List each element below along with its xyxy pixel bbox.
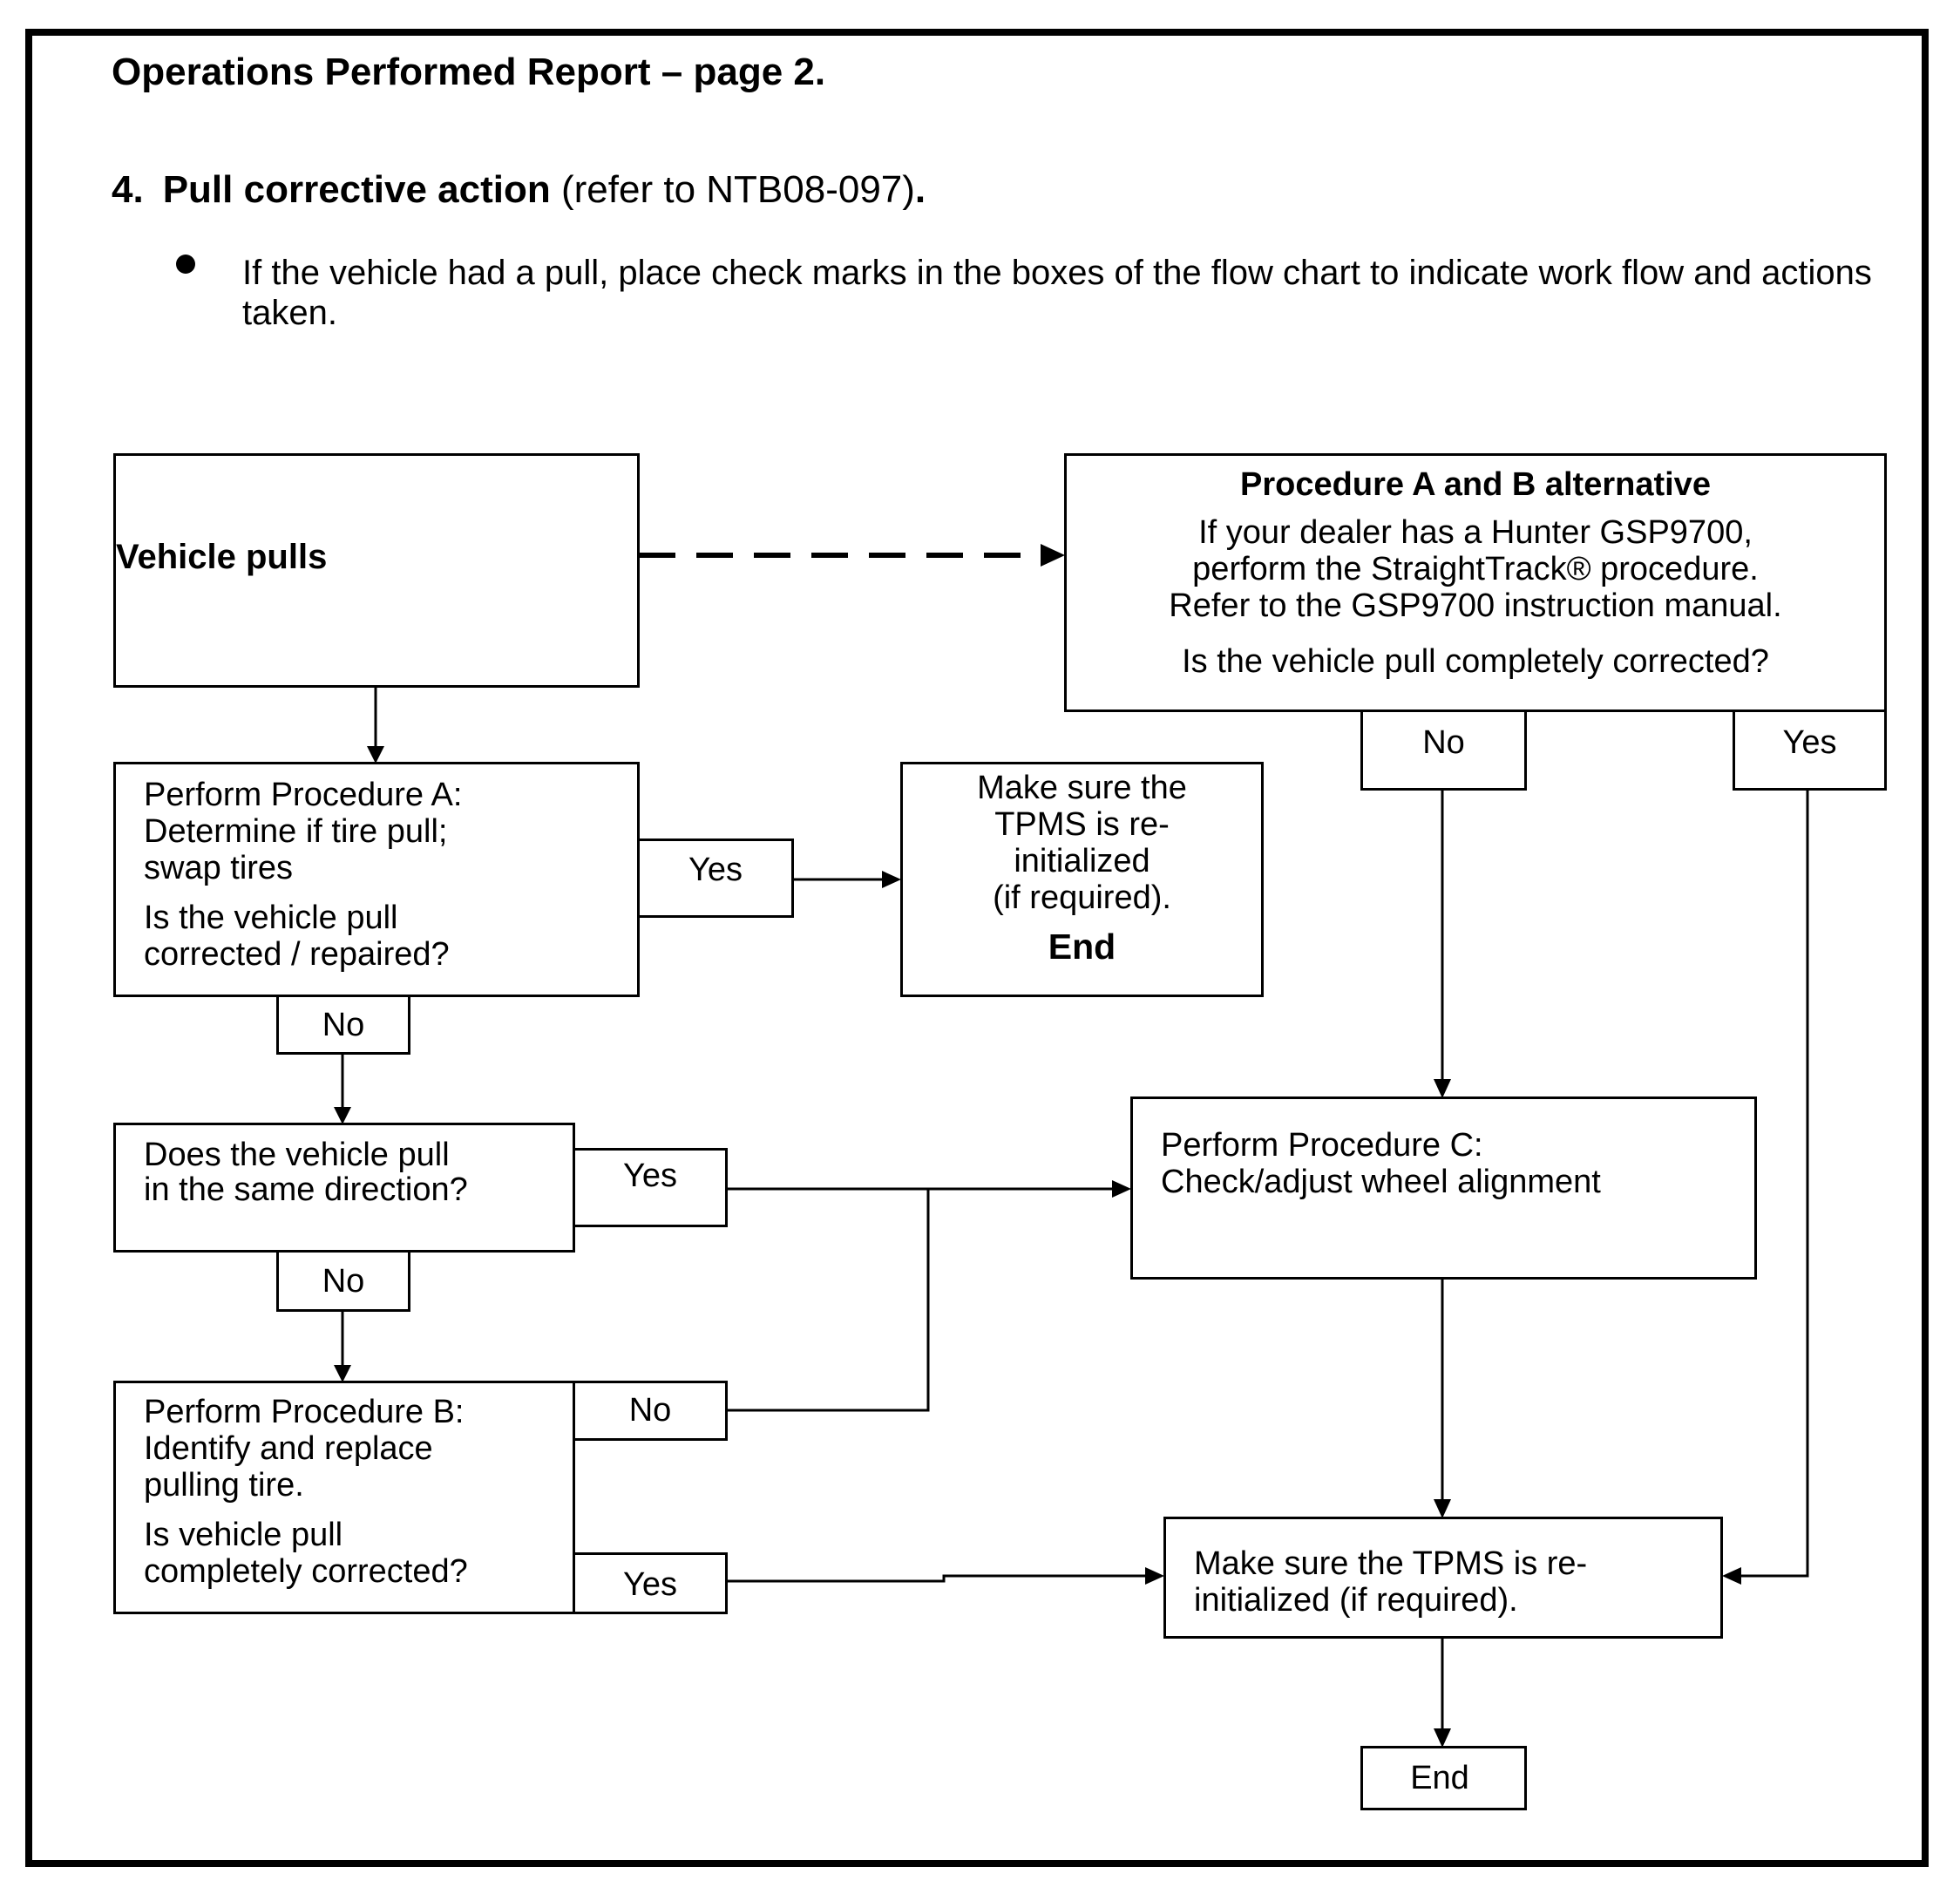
procedure-a-box[interactable]: Perform Procedure A: Determine if tire p…	[113, 762, 640, 997]
procedure-a-yes-label: Yes	[688, 852, 743, 888]
procedure-a-line-3: swap tires	[144, 850, 294, 886]
procedure-a-line-1: Perform Procedure A:	[144, 777, 463, 813]
alternative-line-3: Refer to the GSP9700 instruction manual.	[1169, 587, 1782, 624]
alternative-yes-box[interactable]: Yes	[1733, 709, 1887, 791]
instruction-text: If the vehicle had a pull, place check m…	[242, 254, 1872, 332]
arrowhead-icon	[1722, 1567, 1741, 1585]
same-direction-line-1: Does the vehicle pull	[144, 1137, 450, 1173]
procedure-b-yes-label: Yes	[623, 1566, 677, 1603]
procedure-b-line-3: pulling tire.	[144, 1467, 304, 1504]
procedure-c-box[interactable]: Perform Procedure C: Check/adjust wheel …	[1130, 1096, 1757, 1280]
procedure-b-box[interactable]: Perform Procedure B: Identify and replac…	[113, 1381, 575, 1614]
connector-proc-b-yes	[726, 1574, 1150, 1583]
arrowhead-icon	[1434, 1079, 1451, 1098]
section-title: Pull corrective action	[162, 168, 551, 211]
alternative-procedure-box[interactable]: Procedure A and B alternative If your de…	[1064, 453, 1887, 712]
same-direction-box[interactable]: Does the vehicle pull in the same direct…	[113, 1123, 575, 1253]
procedure-a-yes-box[interactable]: Yes	[637, 838, 794, 918]
same-direction-yes-box[interactable]: Yes	[573, 1148, 728, 1227]
alternative-question: Is the vehicle pull completely corrected…	[1182, 643, 1769, 680]
end-label: End	[1410, 1760, 1469, 1796]
arrowhead-icon	[1112, 1180, 1131, 1198]
arrowhead-icon	[1041, 544, 1065, 567]
section-reference-end: .	[914, 168, 926, 211]
vehicle-pulls-label: Vehicle pulls	[116, 538, 328, 576]
section-reference: (refer to NTB08-097)	[550, 168, 915, 211]
procedure-b-no-label: No	[628, 1392, 672, 1429]
alternative-no-label: No	[1422, 724, 1465, 761]
same-direction-line-2: in the same direction?	[144, 1171, 468, 1208]
procedure-b-yes-box[interactable]: Yes	[573, 1552, 728, 1614]
procedure-c-line-2: Check/adjust wheel alignment	[1161, 1164, 1601, 1200]
tpms-end-box[interactable]: Make sure the TPMS is re- initialized (i…	[900, 762, 1264, 997]
section-number: 4.	[112, 168, 144, 211]
procedure-a-line-2: Determine if tire pull;	[144, 813, 448, 850]
arrowhead-icon	[882, 871, 901, 888]
connector-alt-yes	[1738, 790, 1809, 1578]
arrowhead-icon	[334, 1365, 351, 1382]
tpms-end-line-1: Make sure the	[977, 770, 1187, 806]
same-direction-yes-label: Yes	[623, 1158, 677, 1194]
tpms-end-line-2: TPMS is re-	[994, 806, 1170, 843]
procedure-b-question-1: Is vehicle pull	[144, 1517, 343, 1553]
tpms-final-line-1: Make sure the TPMS is re-	[1194, 1545, 1588, 1582]
arrowhead-icon	[1434, 1499, 1451, 1518]
alternative-line-1: If your dealer has a Hunter GSP9700,	[1198, 514, 1753, 551]
procedure-a-question-2: corrected / repaired?	[144, 936, 450, 973]
procedure-b-line-2: Identify and replace	[144, 1430, 433, 1467]
same-direction-no-label: No	[322, 1263, 365, 1300]
tpms-final-line-2: initialized (if required).	[1194, 1582, 1518, 1619]
end-box[interactable]: End	[1360, 1746, 1527, 1810]
page-border	[25, 29, 1929, 1867]
procedure-a-no-label: No	[322, 1007, 365, 1043]
tpms-end-end-label: End	[1048, 927, 1116, 967]
procedure-b-question-2: completely corrected?	[144, 1553, 468, 1590]
procedure-a-no-box[interactable]: No	[276, 995, 410, 1055]
vehicle-pulls-box[interactable]: Vehicle pulls	[113, 453, 640, 688]
section-heading: 4. Pull corrective action (refer to NTB08…	[112, 168, 926, 212]
arrowhead-icon	[367, 746, 384, 764]
arrowhead-icon	[1434, 1728, 1451, 1748]
alternative-yes-label: Yes	[1782, 724, 1837, 761]
report-title: Operations Performed Report – page 2.	[112, 51, 826, 93]
bullet-icon	[176, 255, 195, 274]
tpms-end-line-3: initialized	[1014, 843, 1150, 879]
alternative-line-2: perform the StraightTrack® procedure.	[1192, 551, 1759, 587]
connector-proc-b-no	[726, 1189, 930, 1412]
same-direction-no-box[interactable]: No	[276, 1250, 410, 1312]
arrowhead-icon	[334, 1107, 351, 1124]
procedure-b-no-box[interactable]: No	[573, 1381, 728, 1441]
alternative-no-box[interactable]: No	[1360, 709, 1527, 791]
tpms-end-line-4: (if required).	[993, 879, 1171, 916]
procedure-b-line-1: Perform Procedure B:	[144, 1394, 465, 1430]
procedure-a-question-1: Is the vehicle pull	[144, 900, 398, 936]
arrowhead-icon	[1145, 1567, 1164, 1585]
alternative-title: Procedure A and B alternative	[1240, 466, 1711, 503]
procedure-c-line-1: Perform Procedure C:	[1161, 1127, 1483, 1164]
tpms-final-box[interactable]: Make sure the TPMS is re- initialized (i…	[1163, 1517, 1723, 1639]
